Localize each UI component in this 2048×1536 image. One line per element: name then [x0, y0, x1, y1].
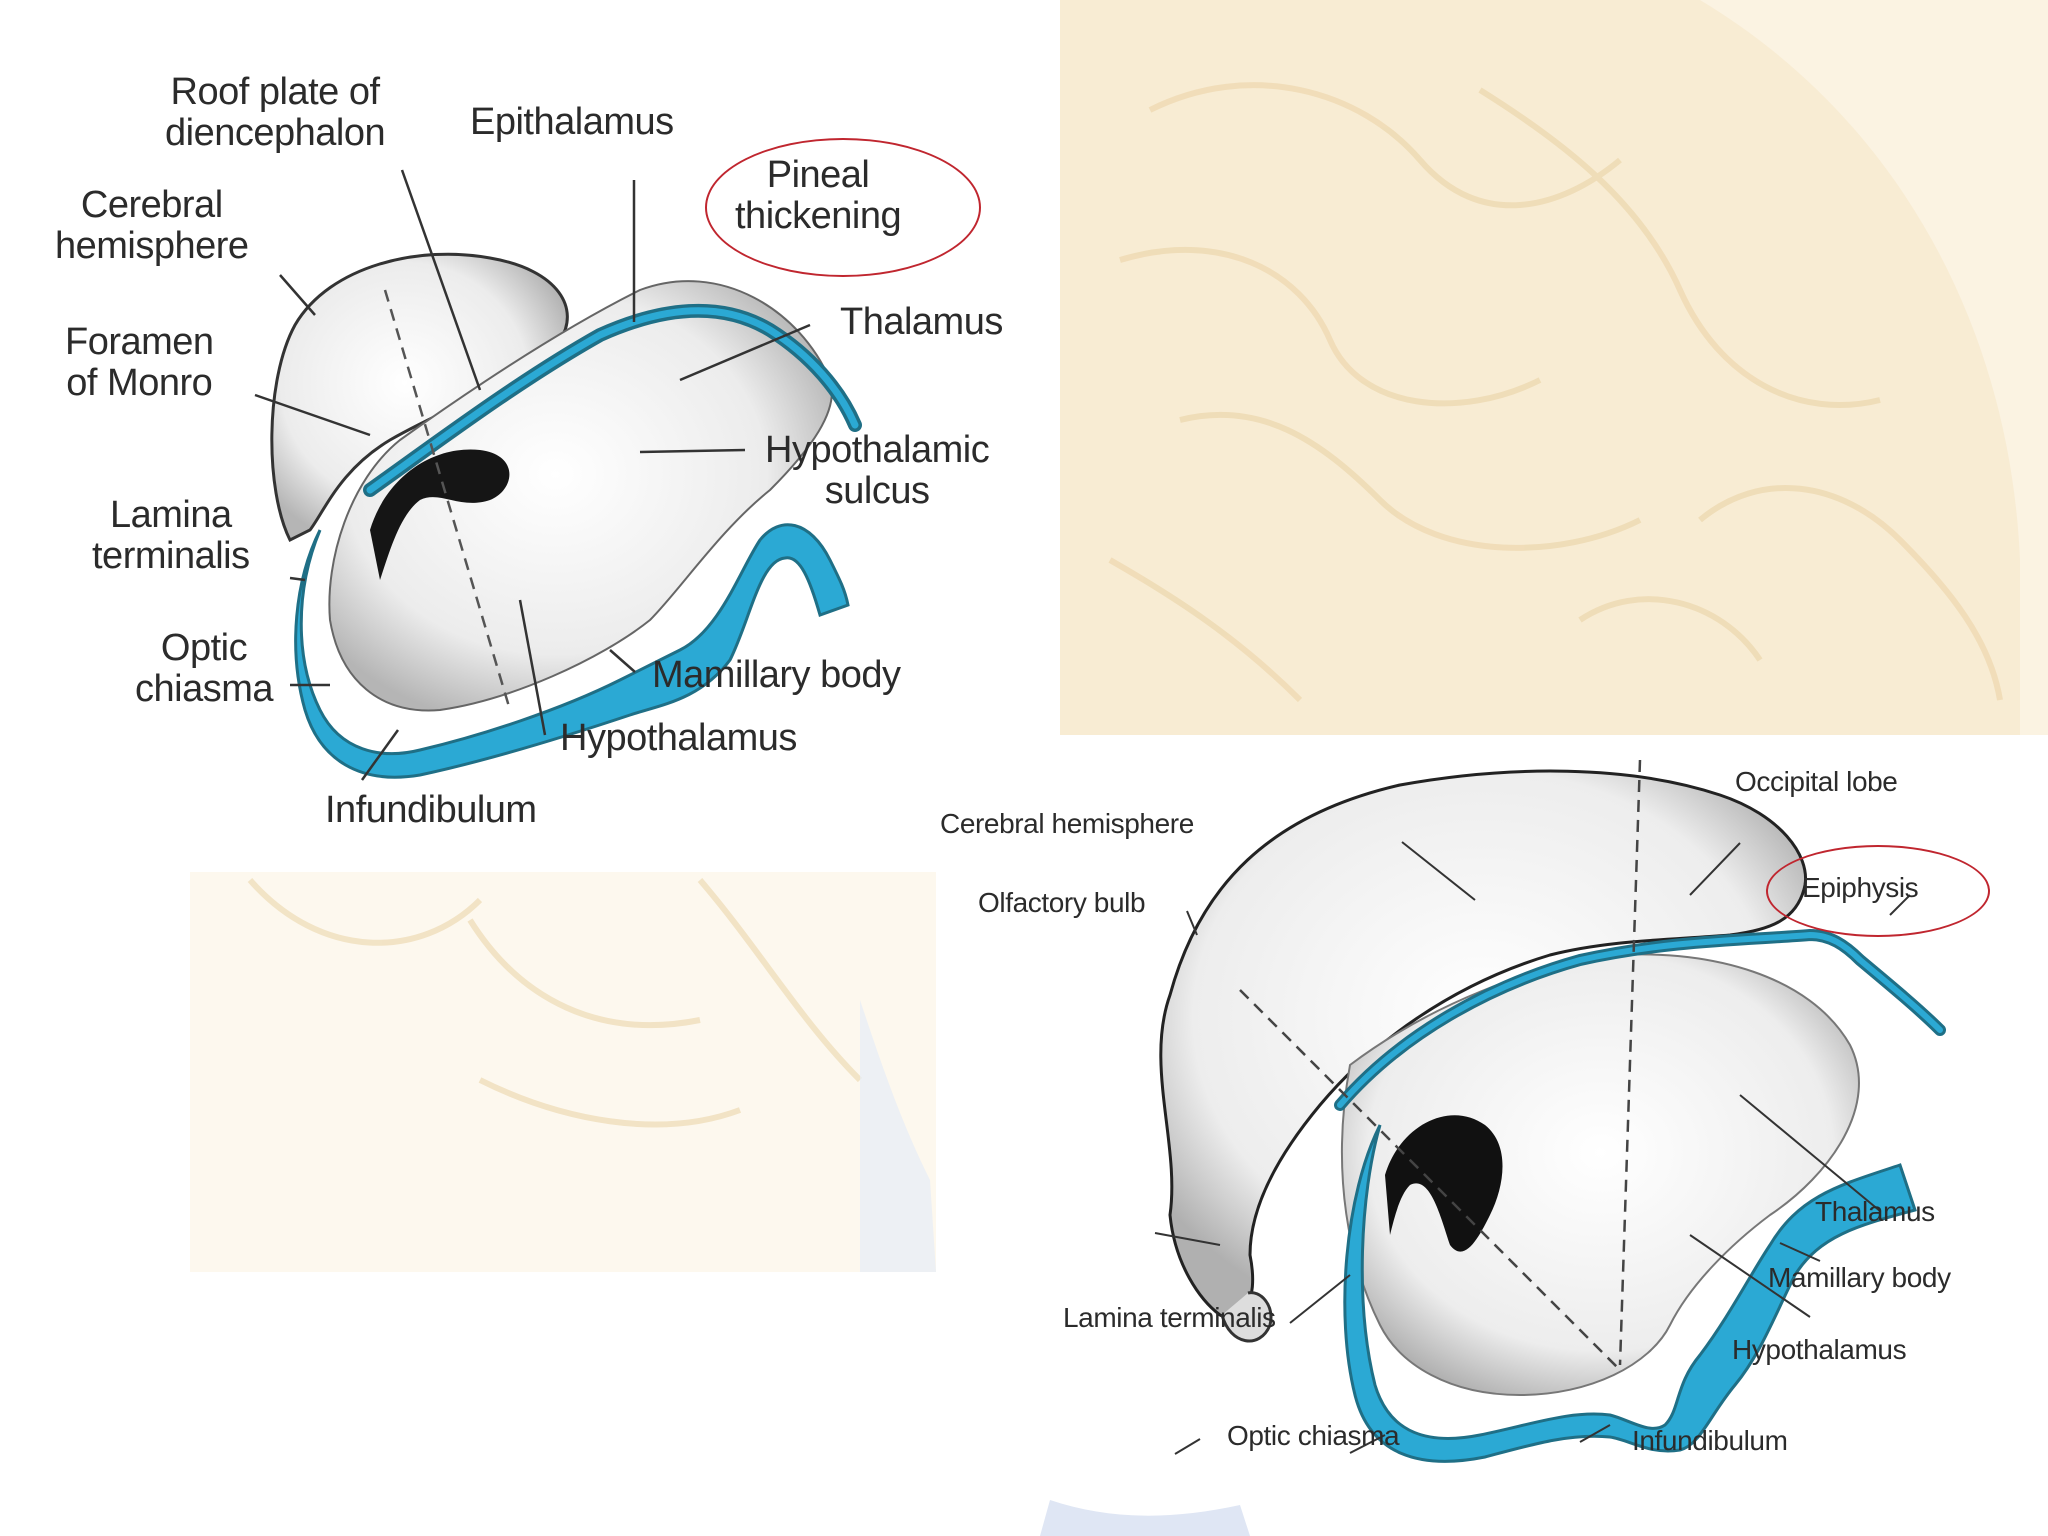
label-lamina-line2: terminalis [92, 535, 250, 578]
label-occipital-lobe: Occipital lobe [1735, 766, 1898, 797]
label-foramen-line1: Foramen [65, 321, 214, 363]
label-foramen-line2: of Monro [66, 362, 213, 405]
label-infundibulum-right: Infundibulum [1632, 1425, 1788, 1456]
label-hypothalamic-sulcus: Hypothalamic sulcus [765, 429, 990, 513]
label-roof-plate-line1: Roof plate of [170, 71, 380, 113]
label-lamina-line1: Lamina [109, 494, 232, 536]
label-pineal-line2: thickening [735, 195, 902, 238]
label-optic-line1: Optic [160, 627, 248, 669]
label-lamina-terminalis-right: Lamina terminalis [1063, 1302, 1276, 1333]
diagram-left: Roof plate of diencephalon Epithalamus C… [40, 60, 1060, 870]
label-hypothalamus-right: Hypothalamus [1732, 1334, 1907, 1365]
label-optic-chiasma-right: Optic chiasma [1227, 1420, 1400, 1451]
label-roof-plate-line2: diencephalon [165, 112, 386, 155]
label-cerebral-hemisphere-right: Cerebral hemisphere [940, 808, 1194, 839]
epiphysis-highlight-ring [1766, 845, 1990, 937]
label-pineal-thickening: Pineal thickening [735, 154, 902, 238]
label-hypothalamic-line1: Hypothalamic [765, 429, 990, 471]
label-optic-line2: chiasma [135, 668, 274, 711]
label-epithalamus: Epithalamus [470, 101, 674, 143]
label-thalamus-right: Thalamus [1815, 1196, 1935, 1227]
label-thalamus: Thalamus [840, 301, 1003, 343]
pineal-highlight-ring [705, 138, 981, 277]
label-mamillary-body-right: Mamillary body [1768, 1262, 1951, 1293]
label-roof-plate: Roof plate of diencephalon [165, 71, 386, 155]
label-lamina-terminalis: Lamina terminalis [92, 494, 250, 578]
label-cerebral-line1: Cerebral [80, 184, 223, 226]
diencephalon-sagittal-drawing [254, 169, 862, 781]
label-hypothalamic-line2: sulcus [824, 470, 930, 513]
label-optic-chiasma: Optic chiasma [135, 627, 274, 711]
label-foramen-of-monro: Foramen of Monro [65, 321, 214, 405]
label-olfactory-bulb: Olfactory bulb [978, 887, 1146, 918]
label-pineal-line1: Pineal [766, 154, 870, 196]
label-epiphysis: Epiphysis [1802, 872, 1919, 903]
label-cerebral-hemisphere: Cerebral hemisphere [55, 184, 249, 268]
diagram-right: Occipital lobe Cerebral hemisphere Epiph… [930, 745, 2010, 1485]
label-mamillary-body: Mamillary body [652, 654, 901, 696]
label-infundibulum: Infundibulum [325, 789, 537, 831]
label-hypothalamus: Hypothalamus [560, 717, 797, 759]
brain-sagittal-drawing [1154, 759, 1946, 1463]
label-cerebral-line2: hemisphere [55, 225, 249, 268]
